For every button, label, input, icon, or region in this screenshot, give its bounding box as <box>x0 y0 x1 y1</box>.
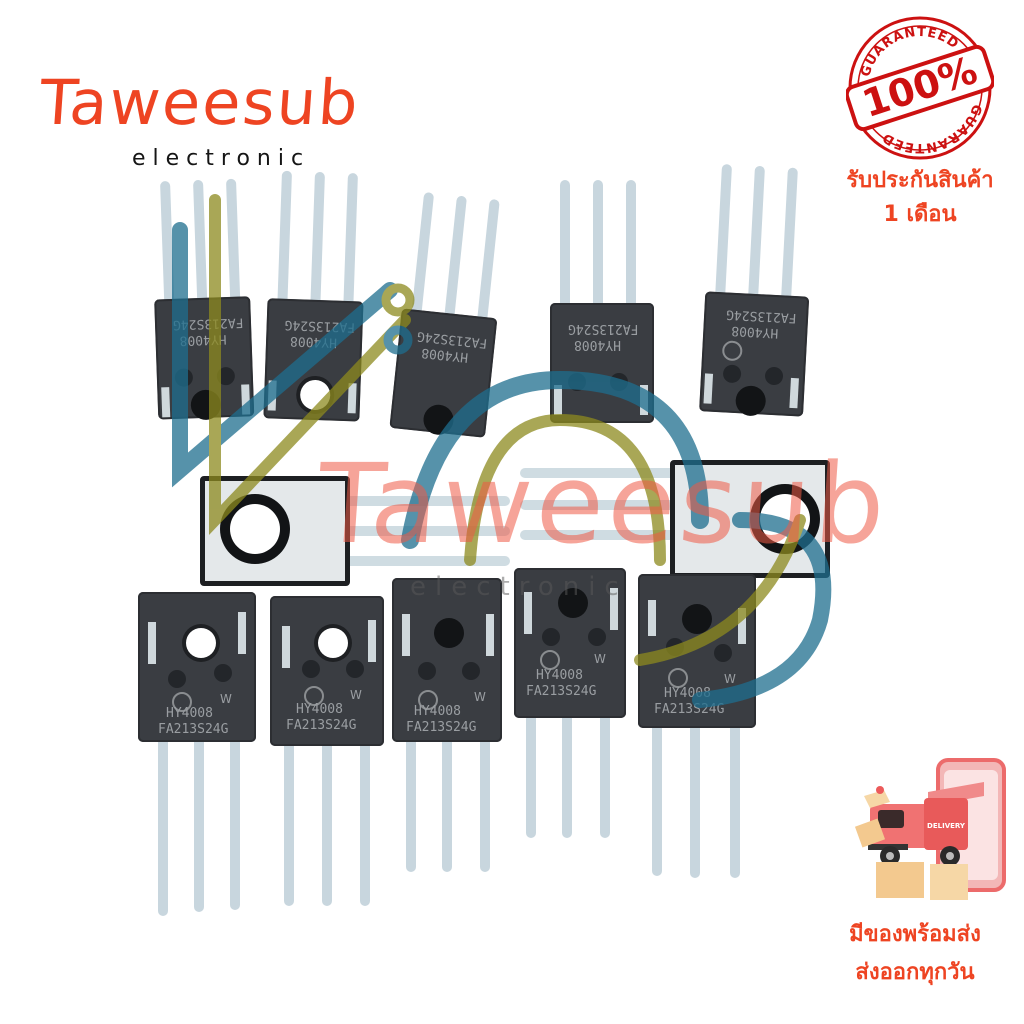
delivery-line-1: มีของพร้อมส่ง <box>849 922 981 947</box>
guarantee-line-1: รับประกันสินค้า <box>846 168 994 193</box>
guarantee-text: รับประกันสินค้า 1 เดือน <box>820 164 1020 232</box>
brand-logo-text: Taweesub <box>37 66 363 139</box>
transistor-top-2: FA213S24G HY4008 <box>263 170 368 422</box>
svg-text:DELIVERY: DELIVERY <box>927 822 966 830</box>
delivery-truck-phone-icon: DELIVERY <box>840 752 1016 908</box>
transistor-top-1: FA213S24G HY4008 <box>150 178 255 421</box>
delivery-line-2: ส่งออกทุกวัน <box>855 960 975 985</box>
guarantee-stamp-icon: GUARANTEED GUARANTEED 100% <box>844 11 996 169</box>
brand-subtitle: electronic <box>132 146 311 171</box>
guarantee-line-2: 1 เดือน <box>883 202 957 227</box>
delivery-text: มีของพร้อมส่ง ส่งออกทุกวัน <box>810 916 1020 992</box>
transistor-top-5: FA213S24G HY4008 <box>699 163 810 417</box>
transistor-top-3: FA213S24G HY4008 <box>389 191 509 438</box>
